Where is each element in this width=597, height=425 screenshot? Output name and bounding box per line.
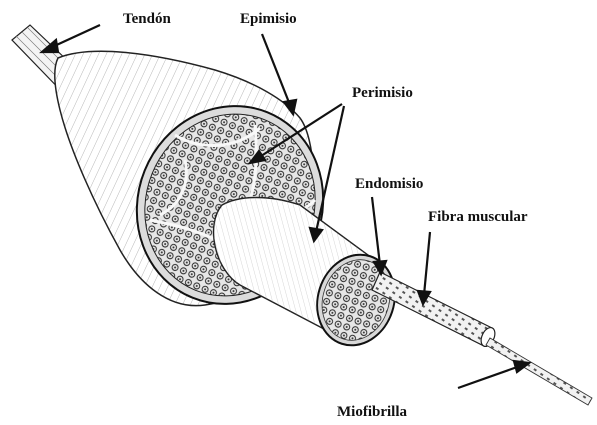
label-tendon: Tendón	[123, 12, 171, 27]
label-epimisio: Epimisio	[240, 12, 297, 27]
label-endomisio: Endomisio	[355, 177, 423, 192]
label-perimisio: Perimisio	[352, 86, 413, 101]
label-fibra-muscular: Fibra muscular	[428, 210, 528, 225]
label-miofibrilla: Miofibrilla	[337, 405, 407, 420]
